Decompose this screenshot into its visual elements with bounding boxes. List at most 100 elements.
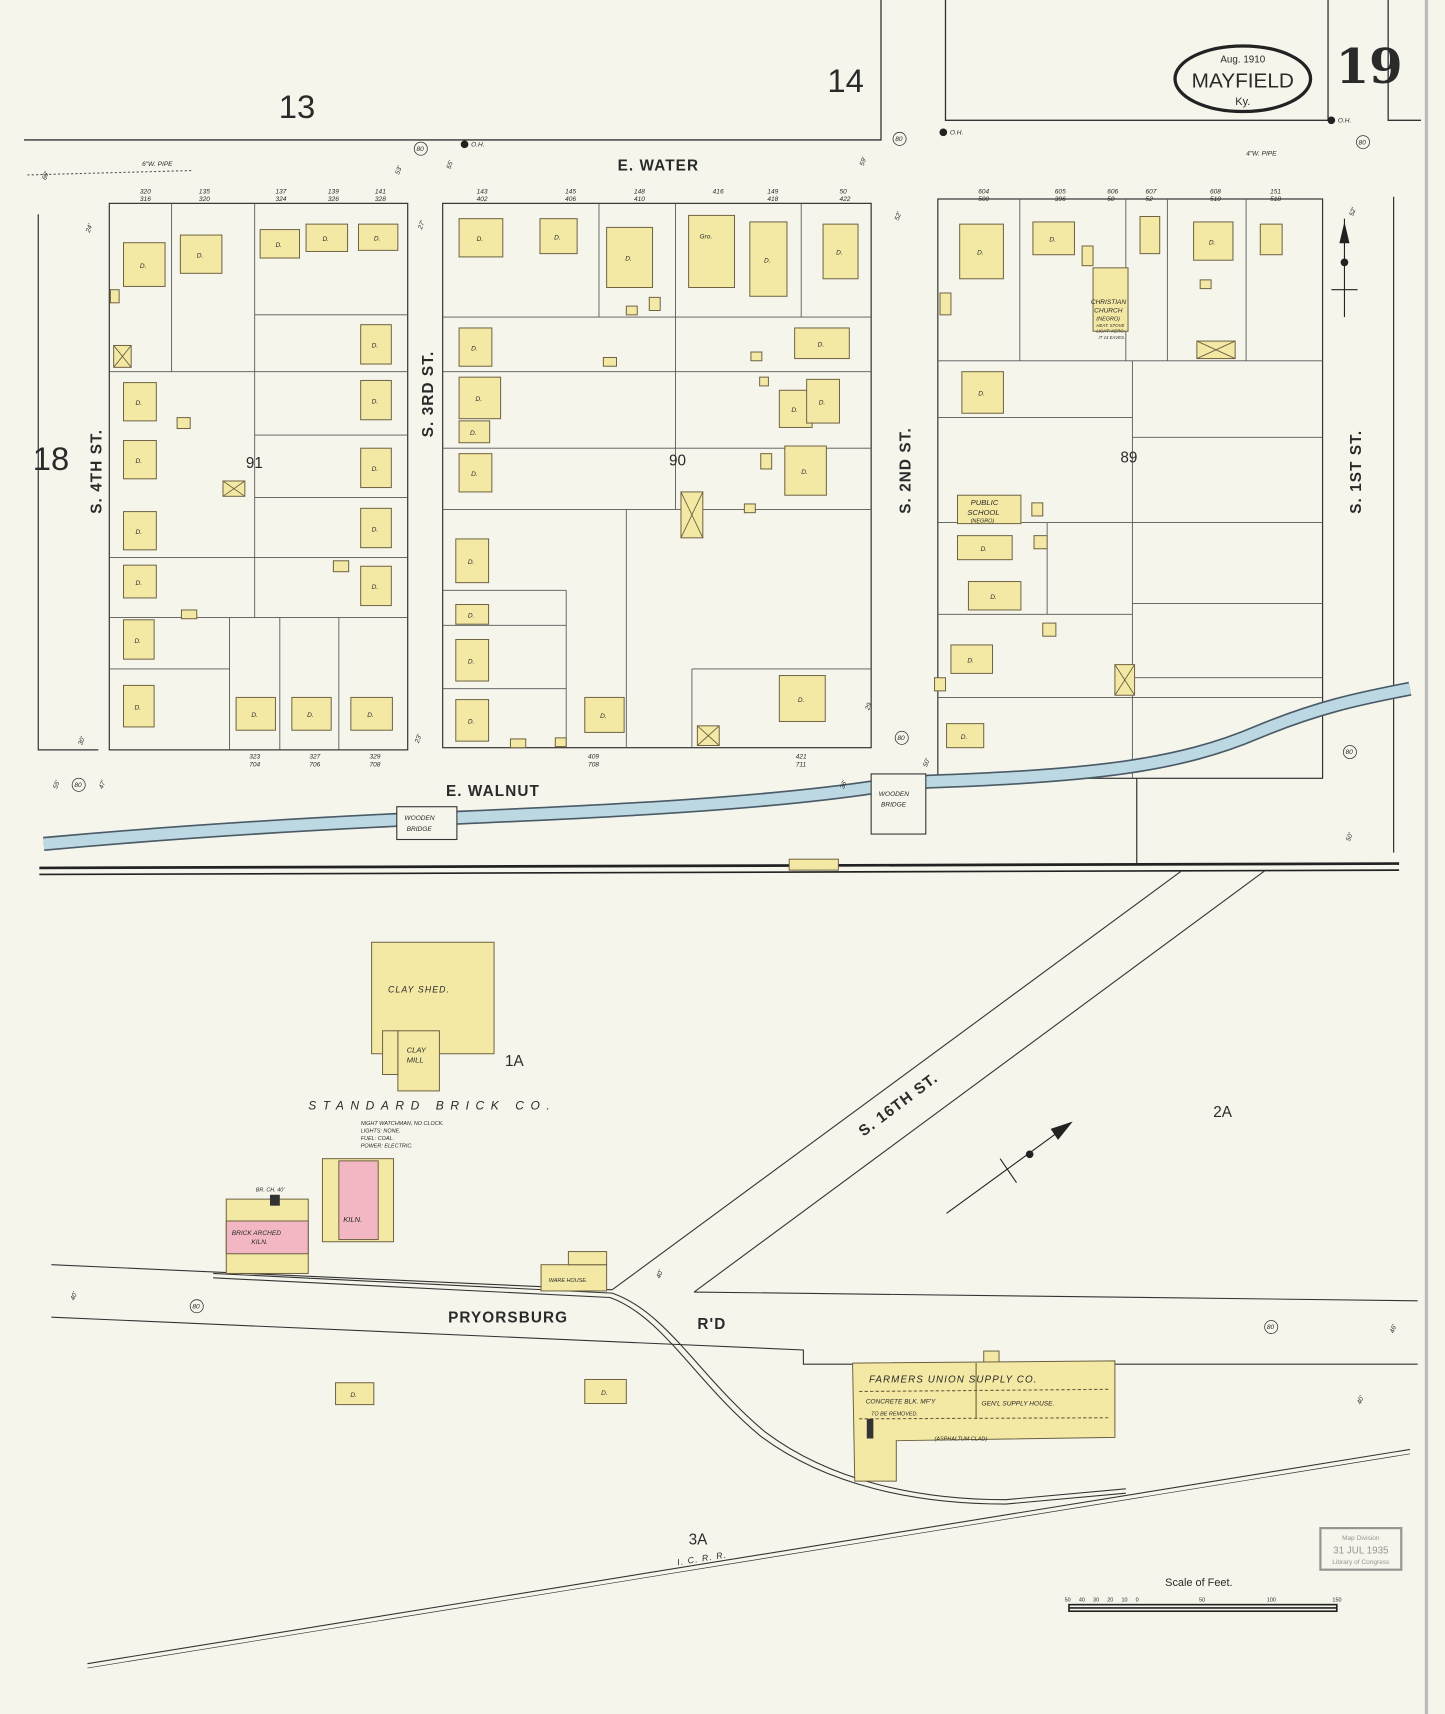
cross-mark bbox=[113, 345, 132, 368]
dwelling-label: D. bbox=[801, 469, 808, 476]
frontage-dimension: 23' bbox=[414, 733, 424, 745]
grocery-label: Gro. bbox=[700, 233, 713, 240]
dwelling bbox=[458, 218, 504, 258]
title-cartouche: Aug. 1910 MAYFIELD Ky. bbox=[1173, 44, 1313, 114]
svg-text:SCHOOL: SCHOOL bbox=[967, 508, 999, 517]
hydrant-size: 80 bbox=[895, 136, 903, 143]
dwelling-label: D. bbox=[980, 546, 987, 553]
building bbox=[602, 356, 617, 367]
cross-mark bbox=[1114, 664, 1135, 696]
svg-text:31 JUL 1935: 31 JUL 1935 bbox=[1333, 1545, 1389, 1556]
frontage-dimension: 47' bbox=[98, 779, 108, 790]
block-1a: 1A bbox=[505, 1053, 525, 1070]
house-number: 323 bbox=[249, 754, 260, 761]
dwelling bbox=[455, 638, 490, 682]
scale-tick: 10 bbox=[1121, 1597, 1127, 1603]
cross-mark bbox=[697, 725, 720, 746]
svg-text:Scale of Feet.: Scale of Feet. bbox=[1165, 1577, 1232, 1589]
frontage-dimension: 24' bbox=[85, 222, 95, 234]
kiln bbox=[338, 1160, 379, 1241]
dwelling-label: D. bbox=[798, 697, 805, 704]
frontage-dimension: 50' bbox=[922, 757, 932, 768]
dwelling bbox=[360, 324, 392, 365]
lower-roads bbox=[51, 869, 1418, 1669]
house-number: 143 bbox=[477, 189, 488, 196]
hydrant-size: 80 bbox=[74, 782, 82, 789]
house-numbers: 3203161353201373241393261413281434021454… bbox=[140, 189, 1281, 769]
farmers-union-supply: FARMERS UNION SUPPLY CO. CONCRETE BLK. M… bbox=[866, 1375, 1055, 1443]
library-of-congress-stamp: Map Division 31 JUL 1935 Library of Cong… bbox=[1319, 1527, 1403, 1571]
dwelling-label: D. bbox=[136, 458, 143, 465]
water-pipe-left: 6"W. PIPE bbox=[142, 161, 173, 168]
dwelling-label: D. bbox=[625, 256, 632, 263]
svg-text:FARMERS UNION SUPPLY CO.: FARMERS UNION SUPPLY CO. bbox=[869, 1375, 1038, 1386]
dwelling bbox=[123, 382, 157, 422]
svg-text:HEAT: STOVE: HEAT: STOVE bbox=[1096, 323, 1124, 328]
house-number: 139 bbox=[328, 189, 339, 196]
dwelling bbox=[360, 565, 392, 607]
house-number: 607 bbox=[1146, 189, 1157, 196]
building bbox=[1092, 267, 1129, 332]
scale-tick: 20 bbox=[1107, 1597, 1113, 1603]
dwelling-label: D. bbox=[836, 250, 843, 257]
building bbox=[648, 296, 661, 311]
hydrant-circle bbox=[1356, 135, 1370, 150]
dwelling bbox=[455, 538, 490, 584]
block-89: 89 bbox=[1120, 449, 1137, 466]
hydrant-circle bbox=[413, 141, 428, 156]
svg-text:LIGHT: KERO.: LIGHT: KERO. bbox=[1096, 328, 1125, 333]
svg-text:WOODEN: WOODEN bbox=[404, 815, 434, 822]
frontage-dimension: 52' bbox=[1348, 206, 1358, 217]
cross-mark bbox=[680, 491, 704, 539]
house-number: 402 bbox=[477, 196, 488, 203]
dwelling-label: D. bbox=[1209, 239, 1216, 246]
water-pipe-line bbox=[27, 170, 192, 176]
street-s-4th: S. 4TH ST. bbox=[89, 429, 106, 514]
house-number: 416 bbox=[713, 189, 724, 196]
oh-label: O.H. bbox=[471, 142, 485, 149]
dwelling bbox=[458, 420, 491, 444]
svg-text:MILL: MILL bbox=[407, 1055, 424, 1064]
svg-text:KILN.: KILN. bbox=[251, 1239, 268, 1246]
dwelling bbox=[1032, 221, 1075, 256]
svg-text:(NEGRO): (NEGRO) bbox=[971, 519, 995, 525]
street-e-water: E. WATER bbox=[618, 158, 700, 175]
svg-text:WOODEN: WOODEN bbox=[879, 791, 909, 798]
frontage-dimension: 36' bbox=[839, 779, 849, 790]
dwelling bbox=[778, 675, 826, 722]
hydrant-size: 80 bbox=[1359, 139, 1367, 146]
dwelling-label: D. bbox=[134, 704, 141, 711]
dwelling bbox=[335, 1382, 375, 1406]
building bbox=[1259, 223, 1283, 256]
dwelling-label: D. bbox=[600, 713, 607, 720]
dwelling bbox=[458, 453, 493, 493]
dwelling bbox=[305, 223, 349, 252]
building bbox=[1081, 245, 1094, 267]
svg-text:CONCRETE BLK. MF'Y: CONCRETE BLK. MF'Y bbox=[866, 1399, 936, 1406]
scale-tick: 50 bbox=[1065, 1597, 1071, 1603]
road-rd: R'D bbox=[697, 1316, 726, 1333]
dwelling bbox=[458, 327, 493, 367]
building bbox=[759, 376, 769, 387]
svg-text:PUBLIC: PUBLIC bbox=[971, 498, 999, 507]
svg-text:BRIDGE: BRIDGE bbox=[881, 802, 907, 809]
dwelling bbox=[806, 378, 840, 424]
rail-spur bbox=[213, 1272, 1126, 1501]
dwelling-label: D. bbox=[468, 719, 475, 726]
building bbox=[509, 738, 527, 749]
dwelling-label: D. bbox=[134, 638, 141, 645]
svg-text:Map Division: Map Division bbox=[1342, 1535, 1380, 1542]
dwelling bbox=[123, 619, 155, 660]
dwelling-label: D. bbox=[367, 712, 374, 719]
dwelling-label: D. bbox=[477, 236, 484, 243]
wooden-bridge-east: WOODEN BRIDGE bbox=[870, 773, 927, 835]
cross-mark bbox=[1196, 340, 1236, 359]
ware-house-label: WARE HOUSE. bbox=[549, 1278, 588, 1284]
adjoining-sheet-14: 14 bbox=[827, 62, 863, 99]
dwelling-label: D. bbox=[475, 396, 482, 403]
dwelling-label: D. bbox=[990, 594, 997, 601]
dwelling bbox=[794, 327, 850, 360]
dwelling bbox=[360, 379, 392, 421]
frontage-dimension: 27' bbox=[417, 219, 427, 231]
